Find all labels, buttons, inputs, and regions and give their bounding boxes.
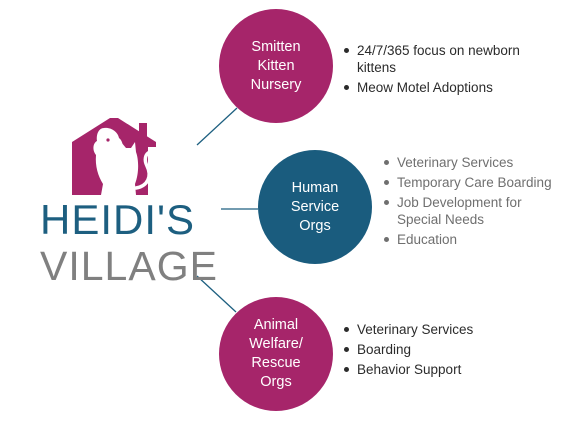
list-item: Veterinary Services [344, 321, 534, 338]
node-label-line: Smitten [251, 38, 301, 55]
node-label-line: Orgs [260, 374, 292, 390]
connector-line-top [196, 107, 238, 146]
node-animal-welfare-rescue-orgs: Animal Welfare/ Rescue Orgs [219, 297, 333, 411]
dog-shape [93, 127, 124, 195]
list-item: Education [384, 231, 554, 248]
node-label-line: Kitten [257, 57, 295, 74]
node-label-line: Rescue [251, 355, 301, 371]
list-item: 24/7/365 focus on newborn kittens [344, 42, 534, 76]
bullet-list-animal-welfare: Veterinary Services Boarding Behavior Su… [344, 321, 534, 381]
node-label-line: Human [291, 179, 339, 196]
list-item: Behavior Support [344, 361, 534, 378]
node-smitten-kitten-nursery: Smitten Kitten Nursery [219, 9, 333, 123]
node-label-line: Orgs [299, 217, 331, 234]
node-label-line: Service [290, 198, 340, 215]
list-item: Boarding [344, 341, 534, 358]
logo-text-village: VILLAGE [40, 243, 218, 289]
node-label-line: Welfare/ [249, 336, 303, 352]
node-label-line: Nursery [250, 76, 302, 93]
list-item: Temporary Care Boarding [384, 174, 554, 191]
node-human-service-orgs: Human Service Orgs [258, 150, 372, 264]
bullet-list-nursery: 24/7/365 focus on newborn kittens Meow M… [344, 42, 534, 99]
house-dog-cat-icon [72, 118, 156, 195]
connector-line-bottom [196, 275, 237, 313]
list-item: Job Development for Special Needs [384, 194, 554, 228]
dog-eye [106, 138, 110, 142]
list-item: Meow Motel Adoptions [344, 79, 534, 96]
bullet-list-human-service: Veterinary Services Temporary Care Board… [384, 154, 554, 251]
cat-tail [134, 150, 152, 190]
logo-text-heidis: HEIDI'S [40, 196, 196, 243]
node-label-line: Animal [253, 317, 299, 333]
cat-shape [116, 142, 139, 195]
chimney [139, 123, 147, 141]
list-item: Veterinary Services [384, 154, 554, 171]
